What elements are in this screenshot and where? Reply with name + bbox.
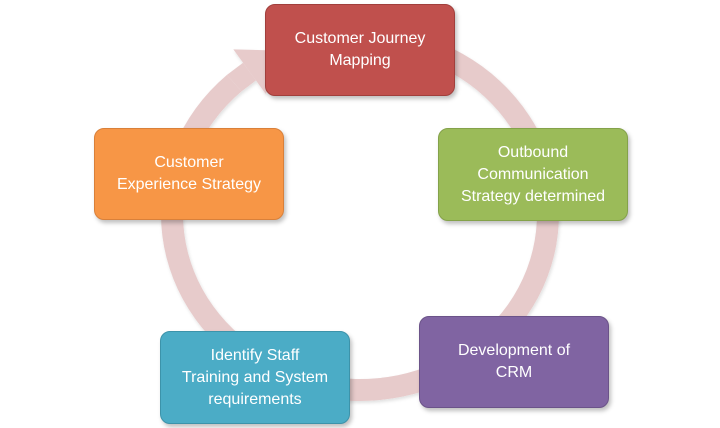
cycle-step-outbound-communication-strategy: Outbound Communication Strategy determin… — [438, 128, 628, 221]
step-label: Outbound Communication Strategy determin… — [460, 143, 606, 205]
cycle-ring-connector — [226, 62, 256, 92]
step-label: Identify Staff Training and System requi… — [181, 346, 329, 408]
step-label: Customer Experience Strategy — [116, 154, 262, 193]
cycle-step-customer-journey-mapping: Customer Journey Mapping — [265, 4, 455, 96]
cycle-step-customer-experience-strategy: Customer Experience Strategy — [94, 128, 284, 220]
cycle-step-development-of-crm: Development of CRM — [419, 316, 609, 408]
step-label: Customer Journey Mapping — [294, 30, 426, 69]
cycle-step-identify-staff-training: Identify Staff Training and System requi… — [160, 331, 350, 424]
step-label: Development of CRM — [457, 342, 571, 381]
